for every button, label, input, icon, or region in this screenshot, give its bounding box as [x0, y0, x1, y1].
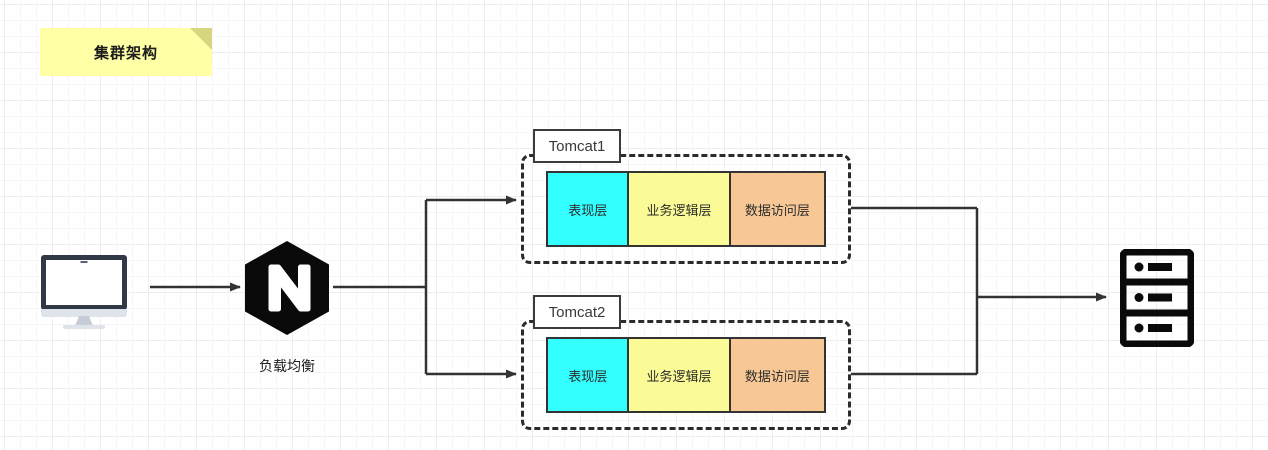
note-fold-corner-icon — [190, 28, 212, 50]
desktop-monitor-icon — [41, 255, 127, 329]
layer-presentation-1: 表现层 — [548, 173, 630, 245]
layer-business-2: 业务逻辑层 — [629, 339, 731, 411]
layer-business-1: 业务逻辑层 — [629, 173, 731, 245]
layer-data-access-1: 数据访问层 — [730, 173, 824, 245]
monitor-base-bar — [41, 309, 127, 317]
tomcat-2-title: Tomcat2 — [533, 295, 621, 329]
title-sticky-note: 集群架构 — [40, 28, 212, 76]
tomcat-group-2 — [521, 320, 851, 430]
tomcat-1-title: Tomcat1 — [533, 129, 621, 163]
layer-presentation-2: 表现层 — [548, 339, 630, 411]
monitor-neck — [75, 316, 93, 326]
nginx-logo-icon — [245, 241, 329, 335]
tomcat-1-layer-stack: 表现层 业务逻辑层 数据访问层 — [546, 171, 826, 247]
monitor-camera-icon — [80, 261, 88, 263]
tomcat-2-layer-stack: 表现层 业务逻辑层 数据访问层 — [546, 337, 826, 413]
tomcat-group-1 — [521, 154, 851, 264]
server-rack-icon — [1119, 248, 1195, 348]
monitor-foot — [63, 325, 105, 329]
page-title: 集群架构 — [93, 44, 158, 62]
load-balancer-label: 负载均衡 — [259, 358, 315, 374]
layer-data-access-2: 数据访问层 — [730, 339, 824, 411]
monitor-screen — [41, 255, 127, 310]
